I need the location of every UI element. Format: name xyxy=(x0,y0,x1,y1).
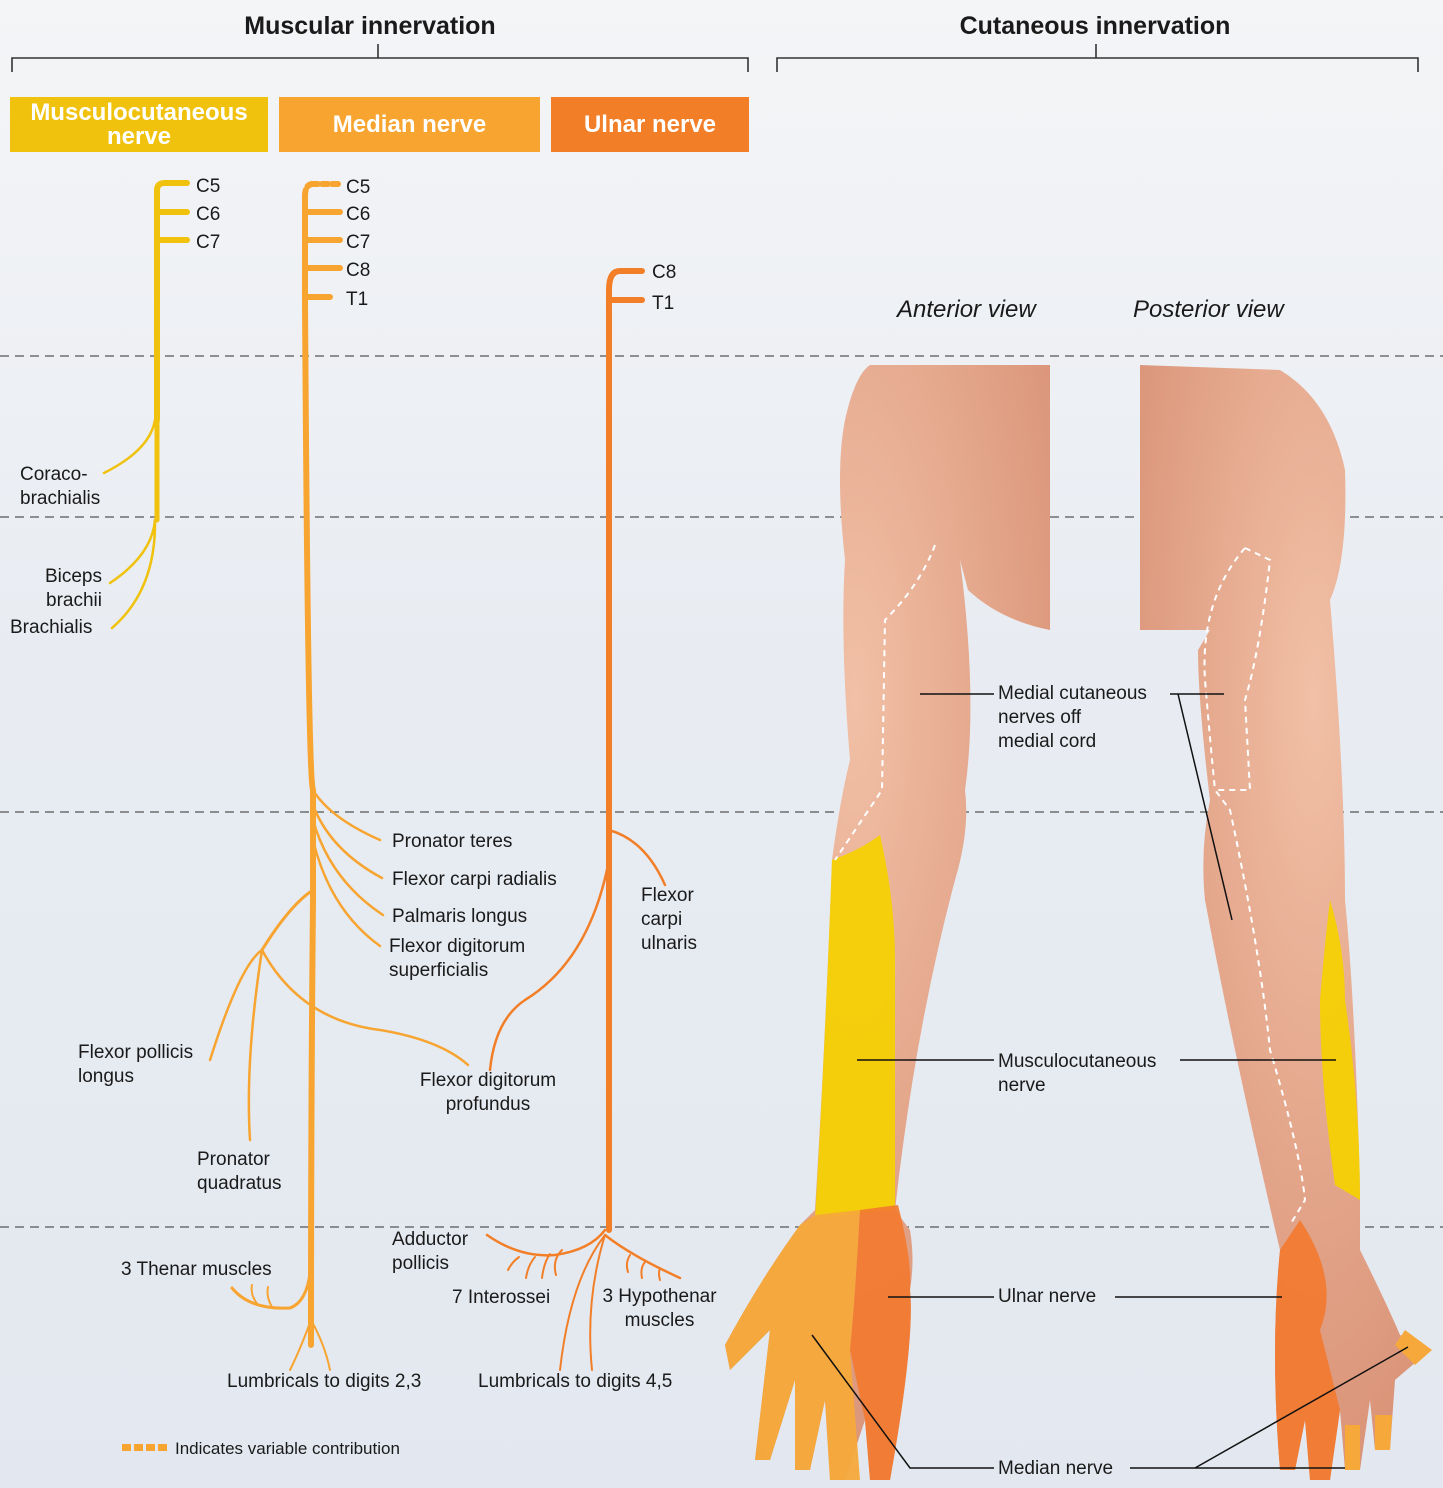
label-pronator-quadratus: Pronator quadratus xyxy=(197,1148,282,1196)
label-fpl: Flexor pollicis longus xyxy=(78,1041,193,1089)
label-adductor-pollicis: Adductor pollicis xyxy=(392,1228,468,1276)
ulnar-root-t1: T1 xyxy=(652,292,674,316)
label-flexor-carpi-radialis: Flexor carpi radialis xyxy=(392,868,557,892)
mc-root-c7: C7 xyxy=(196,231,220,255)
legend-text: Indicates variable contribution xyxy=(175,1437,400,1461)
posterior-arm xyxy=(1140,365,1432,1480)
label-fds: Flexor digitorum superficialis xyxy=(389,935,525,983)
label-brachialis: Brachialis xyxy=(10,616,92,640)
median-root-c5: C5 xyxy=(346,176,370,200)
median-root-c7: C7 xyxy=(346,231,370,255)
mc-root-c6: C6 xyxy=(196,203,220,227)
label-fcu: Flexor carpi ulnaris xyxy=(641,884,697,956)
median-root-c6: C6 xyxy=(346,203,370,227)
label-lumbricals-45: Lumbricals to digits 4,5 xyxy=(478,1370,672,1394)
anterior-arm xyxy=(725,365,1050,1480)
ulnar-tree xyxy=(487,271,680,1370)
label-interossei: 7 Interossei xyxy=(452,1286,550,1310)
ulnar-root-c8: C8 xyxy=(652,261,676,285)
median-root-t1: T1 xyxy=(346,288,368,312)
cut-label-musculocutaneous: Musculocutaneous nerve xyxy=(998,1050,1156,1098)
cut-label-medial: Medial cutaneous nerves off medial cord xyxy=(998,682,1147,754)
anterior-view-label: Anterior view xyxy=(897,296,1036,324)
label-thenar: 3 Thenar muscles xyxy=(121,1258,272,1282)
label-pronator-teres: Pronator teres xyxy=(392,830,512,854)
cut-label-ulnar: Ulnar nerve xyxy=(998,1285,1096,1309)
label-hypothenar: 3 Hypothenar muscles xyxy=(592,1285,727,1333)
label-biceps-brachii: Biceps brachii xyxy=(0,565,102,613)
label-palmaris-longus: Palmaris longus xyxy=(392,905,527,929)
median-root-c8: C8 xyxy=(346,259,370,283)
cutaneous-bracket xyxy=(777,44,1418,72)
cut-label-median: Median nerve xyxy=(998,1457,1113,1481)
legend-swatch xyxy=(122,1444,167,1451)
mc-root-c5: C5 xyxy=(196,175,220,199)
musculocutaneous-tree xyxy=(104,183,187,628)
label-lumbricals-23: Lumbricals to digits 2,3 xyxy=(227,1370,421,1394)
muscular-bracket xyxy=(12,44,748,72)
label-coracobrachialis: Coraco- brachialis xyxy=(20,463,100,511)
label-fdp: Flexor digitorum profundus xyxy=(398,1069,578,1117)
posterior-view-label: Posterior view xyxy=(1133,296,1284,324)
